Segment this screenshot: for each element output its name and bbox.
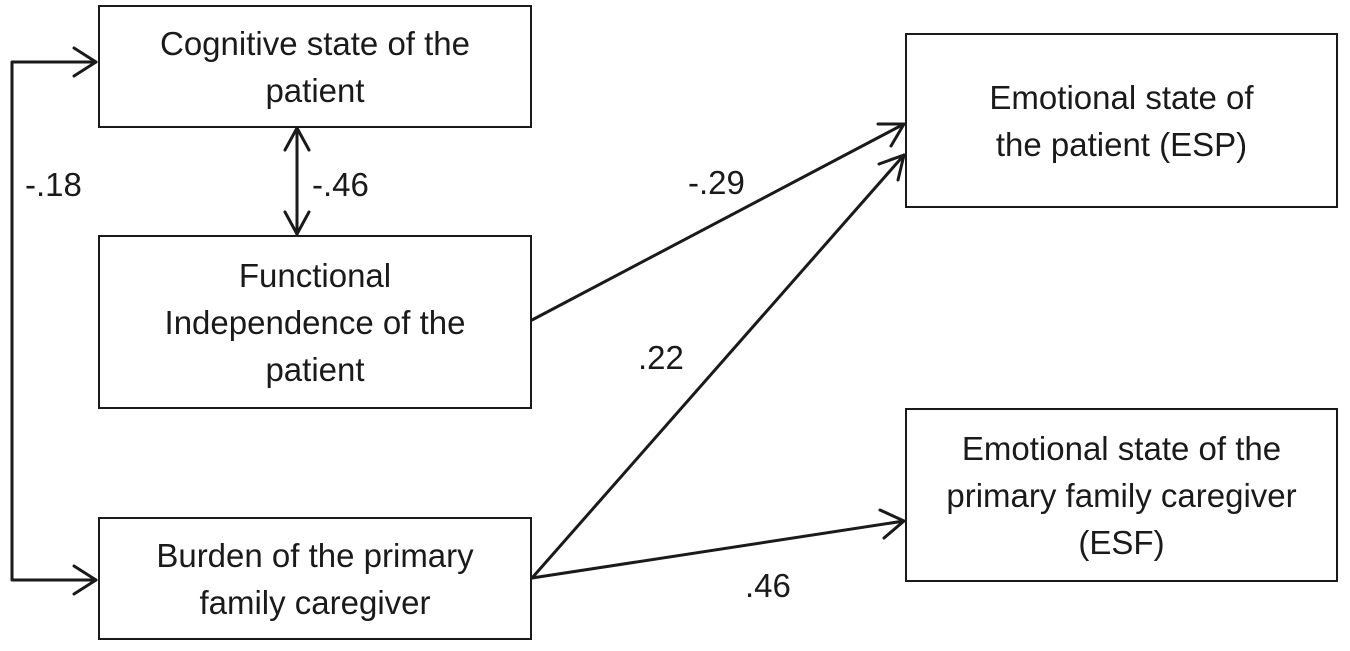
- coefficient-cognitive-burden: -.18: [25, 166, 82, 203]
- coefficient-burden-esp: .22: [638, 339, 684, 376]
- coefficient-functional-esp: -.29: [688, 164, 745, 201]
- node-cognitive-label: Cognitive state of the patient: [159, 24, 471, 109]
- node-esp-label: Emotional state of the patient (ESP): [989, 78, 1254, 163]
- node-functional-label: Functional Independence of the patient: [164, 256, 466, 388]
- node-cognitive: Cognitive state of the patient: [98, 5, 532, 128]
- arrowhead-burden: [72, 564, 98, 596]
- node-burden-label: Burden of the primary family caregiver: [156, 536, 474, 621]
- path-functional-esp: [530, 122, 906, 322]
- path-burden-esp: [530, 153, 906, 580]
- arrowhead-cognitive-up: [283, 126, 311, 152]
- coefficient-burden-esf: .46: [745, 567, 791, 604]
- node-burden: Burden of the primary family caregiver: [98, 517, 532, 640]
- node-functional: Functional Independence of the patient: [98, 235, 532, 409]
- arrowhead-cognitive: [72, 46, 98, 78]
- node-esp: Emotional state of the patient (ESP): [905, 33, 1338, 208]
- node-esf-label: Emotional state of the primary family ca…: [946, 429, 1297, 561]
- path-cognitive-burden: [10, 60, 98, 582]
- arrowhead-burden-esf: [878, 508, 906, 540]
- coefficient-cognitive-functional: -.46: [312, 166, 369, 203]
- arrowhead-burden-esp: [877, 153, 906, 182]
- node-esf: Emotional state of the primary family ca…: [905, 408, 1338, 582]
- arrowhead-functional-esp: [876, 122, 906, 148]
- path-burden-esf: [530, 519, 906, 580]
- arrowhead-functional-down: [283, 210, 311, 236]
